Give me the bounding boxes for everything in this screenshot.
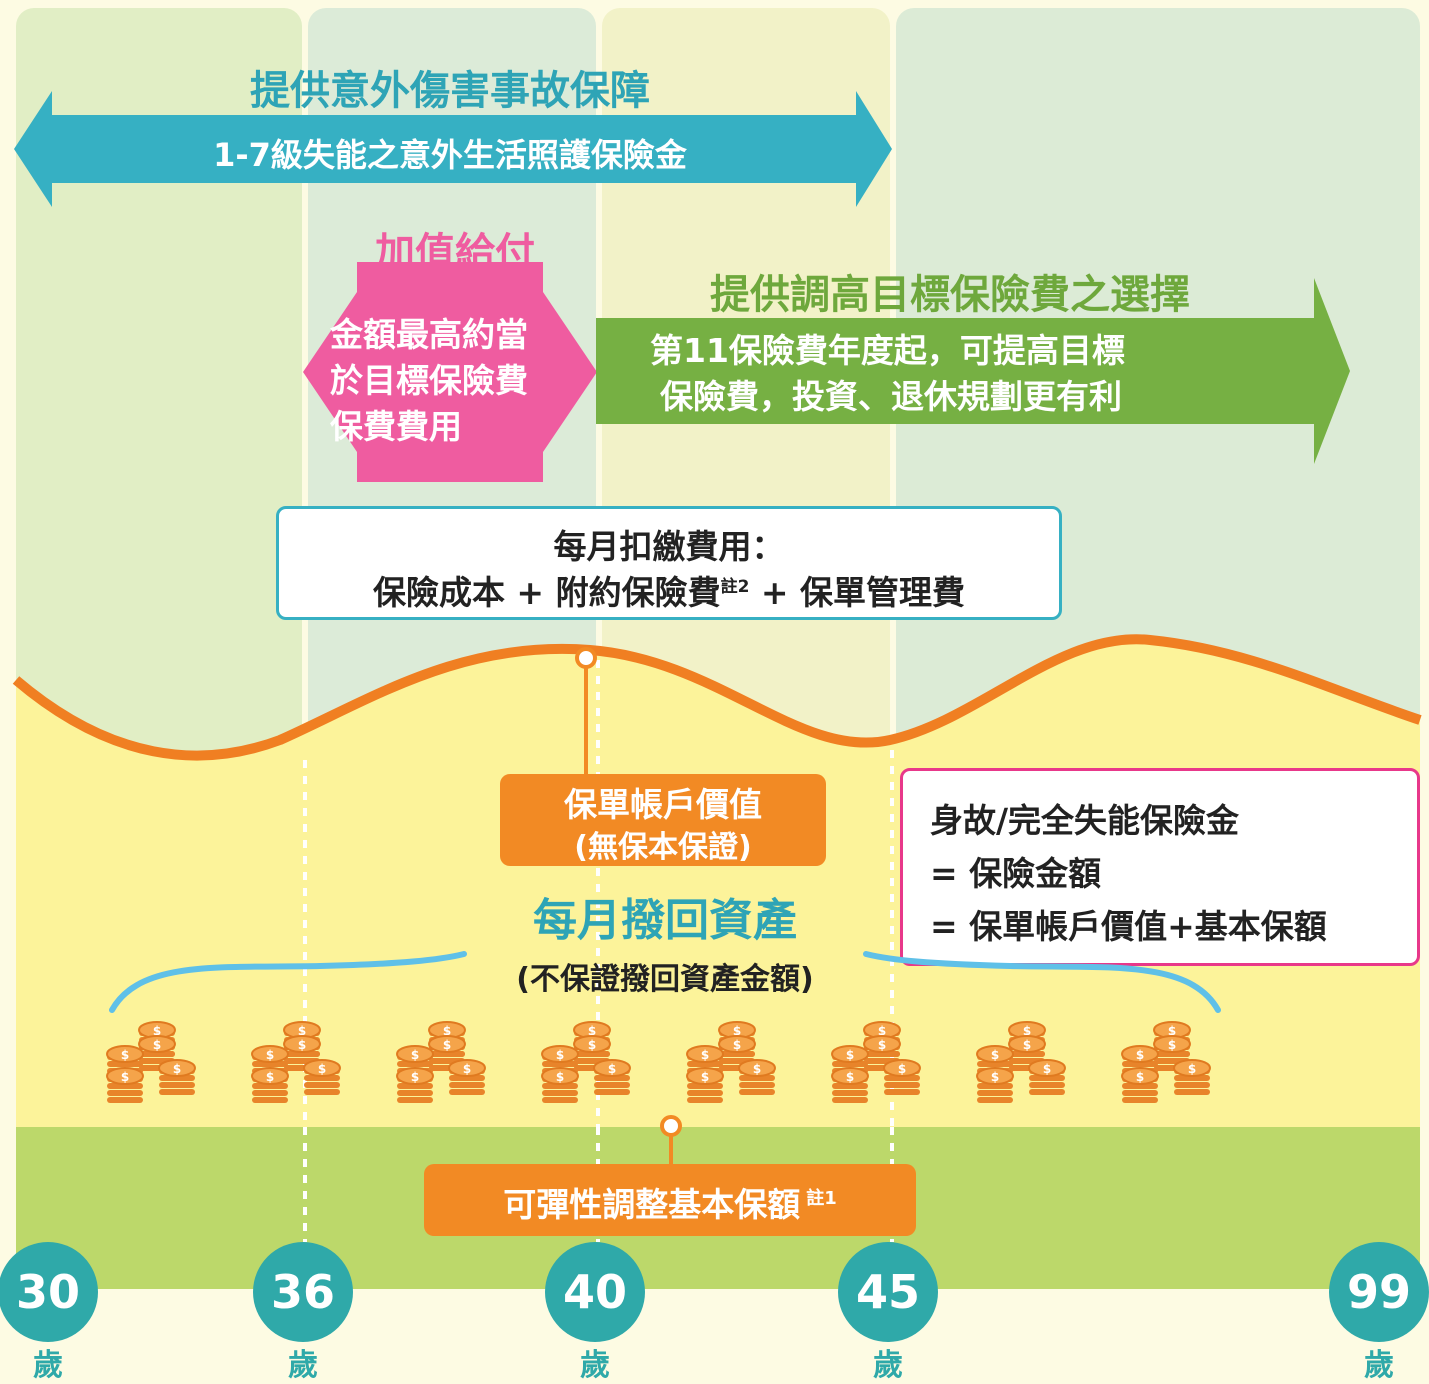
accident-double-arrow [14, 91, 892, 207]
payout-title: 每月撥回資產 [533, 895, 797, 946]
coin-stack-icon [830, 1018, 930, 1118]
account-value-line-2: (無保本保證) [574, 830, 752, 865]
death-benefit-line-1: 身故/完全失能保險金 [930, 801, 1240, 840]
account-value-connector [575, 647, 597, 778]
bonus-line-2: 於目標保險費 [330, 361, 528, 400]
death-benefit-line-2: = 保險金額 [930, 854, 1102, 893]
age-unit-40: 歲 [580, 1348, 610, 1383]
bonus-vertical-arrow [303, 262, 597, 482]
payout-subtitle: (不保證撥回資產金額) [516, 962, 814, 997]
age-unit-30: 歲 [33, 1348, 63, 1383]
basic-amount-note: 註1 [806, 1188, 837, 1209]
accident-title: 提供意外傷害事故保障 [250, 68, 650, 114]
raise-premium-title: 提供調高目標保險費之選擇 [710, 272, 1190, 318]
raise-premium-line-2: 保險費，投資、退休規劃更有利 [660, 377, 1122, 416]
payout-brace [109, 951, 1221, 1013]
age-unit-45: 歲 [873, 1348, 903, 1383]
basic-amount-box [424, 1164, 916, 1236]
raise-premium-line-1: 第11保險費年度起，可提高目標 [650, 331, 1125, 370]
coin-stack-icon [395, 1018, 495, 1118]
age-marker-40: 40 [545, 1242, 645, 1342]
age-unit-36: 歲 [288, 1348, 318, 1383]
account-value-line-1: 保單帳戶價值 [564, 785, 762, 824]
coin-stack-icon [540, 1018, 640, 1118]
age-marker-30: 30 [0, 1242, 98, 1342]
dotted-lines-band [303, 1127, 894, 1242]
coin-stack-icon [685, 1018, 785, 1118]
coin-stack-icon [1120, 1018, 1220, 1118]
monthly-fee-box [276, 506, 1062, 620]
monthly-fee-line-2: 保險成本 + 附約保險費註2 + 保單管理費 [276, 566, 1062, 614]
coin-stack-icon [975, 1018, 1075, 1118]
coin-stack-icon [250, 1018, 350, 1118]
accident-arrow-label: 1-7級失能之意外生活照護保險金 [213, 136, 687, 174]
age-marker-45: 45 [838, 1242, 938, 1342]
age-unit-99: 歲 [1364, 1348, 1394, 1383]
death-benefit-box [900, 768, 1420, 966]
monthly-fee-items: 保險成本 + 附約保險費 [372, 573, 721, 612]
basic-amount-text: 可彈性調整基本保額 [503, 1185, 801, 1224]
account-value-box [500, 774, 826, 866]
basic-amount-label: 可彈性調整基本保額註1 [424, 1178, 916, 1226]
monthly-fee-line-1: 每月扣繳費用： [553, 527, 785, 566]
monthly-fee-note: 註2 [720, 577, 750, 597]
bonus-line-1: 金額最高約當 [330, 315, 528, 354]
coin-stack-icon [105, 1018, 205, 1118]
bonus-line-3: 保費費用 [330, 407, 462, 446]
monthly-fee-items-2: + 保單管理費 [749, 573, 966, 612]
age-marker-99: 99 [1329, 1242, 1429, 1342]
age-marker-36: 36 [253, 1242, 353, 1342]
death-benefit-line-3: = 保單帳戶價值+基本保額 [930, 907, 1327, 946]
basic-amount-connector [660, 1115, 682, 1166]
raise-premium-arrow [596, 278, 1350, 464]
